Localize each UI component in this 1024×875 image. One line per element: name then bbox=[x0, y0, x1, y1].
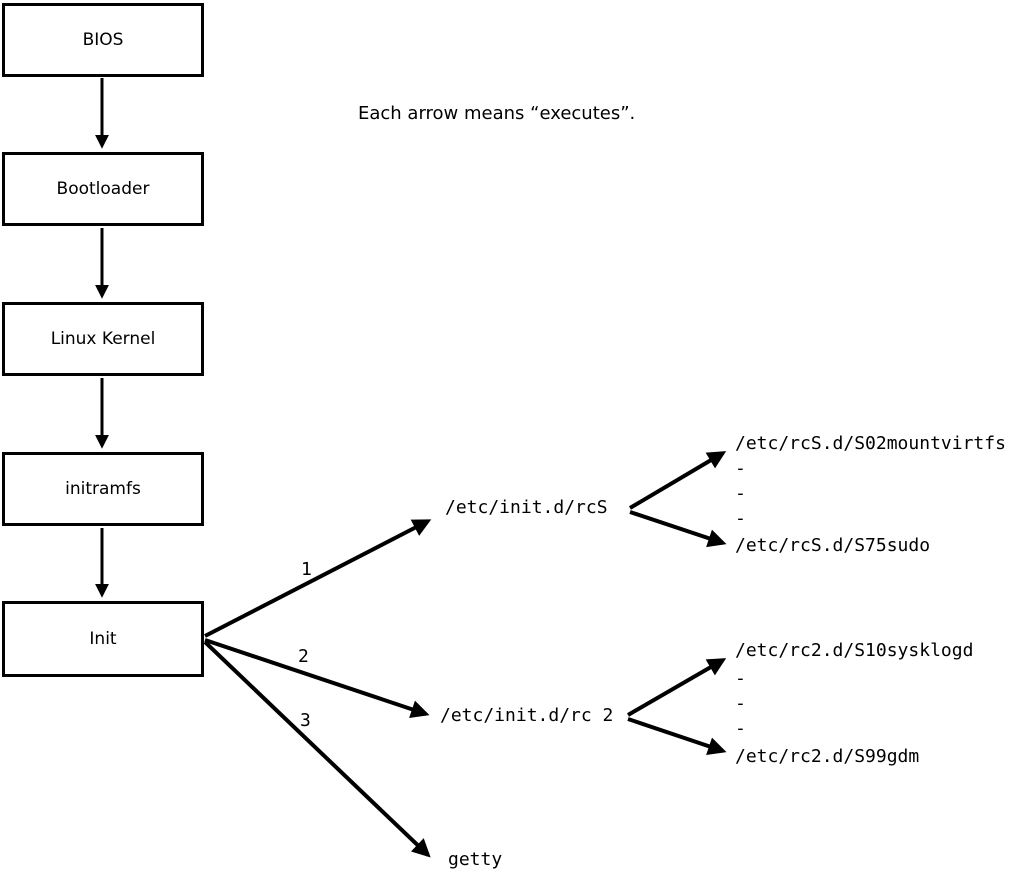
branch-target-rcs: /etc/init.d/rcS bbox=[445, 497, 608, 518]
node-bootloader: Bootloader bbox=[2, 152, 204, 226]
arrow-rc2-to-s10sysklogd bbox=[626, 658, 727, 717]
node-bios-label: BIOS bbox=[82, 30, 124, 50]
script-rc2-last: /etc/rc2.d/S99gdm bbox=[735, 746, 920, 767]
node-bootloader-label: Bootloader bbox=[56, 179, 150, 199]
node-linux-kernel-label: Linux Kernel bbox=[50, 329, 156, 349]
arrow-init-to-rc2 bbox=[204, 638, 430, 719]
arrow-init-to-getty bbox=[203, 640, 431, 858]
branch-target-rc2: /etc/init.d/rc 2 bbox=[440, 705, 614, 726]
branch-target-getty: getty bbox=[448, 849, 503, 870]
arrow-rcs-to-s75sudo bbox=[629, 510, 727, 548]
node-init: Init bbox=[2, 601, 204, 677]
script-rcs-ellipsis: - bbox=[735, 508, 746, 529]
script-rc2-ellipsis: - bbox=[735, 718, 746, 739]
script-rc2-ellipsis: - bbox=[735, 668, 746, 689]
script-rc2-first: /etc/rc2.d/S10sysklogd bbox=[735, 640, 974, 661]
script-rcs-last: /etc/rcS.d/S75sudo bbox=[735, 535, 931, 556]
branch-3-order-label: 3 bbox=[300, 710, 311, 731]
node-linux-kernel: Linux Kernel bbox=[2, 302, 204, 376]
arrow-init-to-rcs bbox=[204, 519, 432, 638]
legend-note: Each arrow means “executes”. bbox=[358, 103, 636, 124]
node-init-label: Init bbox=[89, 629, 117, 649]
script-rcs-ellipsis: - bbox=[735, 483, 746, 504]
script-rcs-ellipsis: - bbox=[735, 458, 746, 479]
arrow-rc2-to-s99gdm bbox=[627, 717, 727, 756]
branch-2-order-label: 2 bbox=[298, 646, 309, 667]
script-rc2-ellipsis: - bbox=[735, 693, 746, 714]
node-initramfs-label: initramfs bbox=[65, 479, 141, 499]
node-bios: BIOS bbox=[2, 3, 204, 77]
arrow-rcs-to-s02mountvirtfs bbox=[628, 451, 727, 510]
script-rcs-first: /etc/rcS.d/S02mountvirtfs bbox=[735, 433, 1006, 454]
branch-1-order-label: 1 bbox=[301, 559, 312, 580]
node-initramfs: initramfs bbox=[2, 452, 204, 526]
